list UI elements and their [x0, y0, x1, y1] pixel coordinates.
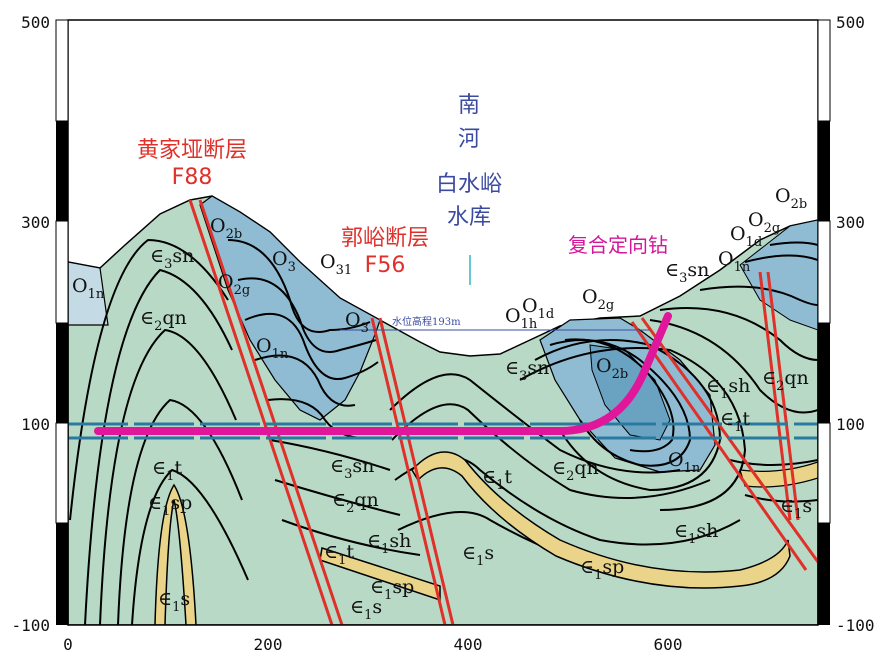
water-level-label: 水位高程193m	[392, 315, 461, 328]
unit-label-e2qn-d: ∈2qn	[552, 457, 599, 484]
unit-label-e1t-a: ∈1t	[720, 408, 750, 435]
reservoir-line-4: 水库	[447, 205, 491, 230]
unit-label-o3-a: O3	[272, 248, 296, 275]
x-tick-200: 200	[254, 635, 283, 654]
right-scale-bar	[817, 19, 831, 625]
unit-label-o2g-b: O2g	[582, 286, 614, 313]
left-tick-100: 100	[21, 415, 50, 434]
right-tick-500: 500	[836, 13, 865, 32]
left-tick-minus100: -100	[11, 616, 50, 635]
right-tick-300: 300	[836, 213, 865, 232]
o1n-left-block	[68, 261, 109, 326]
unit-label-e1s-b: ∈1s	[350, 596, 382, 623]
reservoir-line-2: 河	[458, 127, 480, 152]
unit-label-e1t-c: ∈1t	[324, 541, 354, 568]
unit-label-o2b-c: O2b	[775, 185, 807, 212]
unit-label-e3sn-d: ∈3sn	[330, 455, 374, 482]
unit-label-o2b-b: O2b	[596, 355, 628, 382]
unit-label-e3sn-a: ∈3sn	[150, 245, 194, 272]
reservoir-line-1: 南	[458, 93, 480, 118]
unit-label-e1t-b: ∈1t	[152, 457, 182, 484]
right-tick-100: 100	[836, 415, 865, 434]
unit-label-o1n-left: O1n	[72, 275, 105, 302]
unit-label-o3-b: O3	[345, 309, 369, 336]
x-tick-600: 600	[654, 635, 683, 654]
unit-label-e3sn-b: ∈3sn	[505, 357, 549, 384]
fault-f56-name: 郭峪断层	[341, 226, 429, 251]
fault-f88-code: F88	[172, 165, 213, 190]
teal-guide-lines	[68, 422, 818, 440]
section-body	[68, 195, 818, 625]
unit-label-e1sh-b: ∈1sh	[367, 530, 411, 557]
right-tick-minus100: -100	[836, 616, 875, 635]
unit-label-e1sh-a: ∈1sh	[706, 375, 750, 402]
unit-label-e1t-d: ∈1t	[482, 466, 512, 493]
unit-label-o1d-a: O1d	[522, 295, 554, 322]
unit-label-e2qn-a: ∈2qn	[140, 307, 187, 334]
unit-label-o1n-c: O1n	[668, 449, 701, 476]
x-tick-0: 0	[63, 635, 73, 654]
left-tick-300: 300	[21, 213, 50, 232]
fault-f88-name: 黄家垭断层	[137, 138, 247, 163]
unit-label-e2qn-c: ∈2qn	[332, 489, 379, 516]
unit-label-o2b-a: O2b	[210, 215, 242, 242]
x-tick-400: 400	[454, 635, 483, 654]
right-upper-blue-zone	[739, 219, 818, 331]
unit-label-e3sn-c: ∈3sn	[665, 259, 709, 286]
unit-label-e1s-d: ∈1s	[780, 495, 812, 522]
unit-label-o31: O31	[320, 251, 352, 278]
left-anticline-lines	[69, 238, 249, 625]
left-sp-band	[154, 483, 197, 625]
fault-f56	[370, 317, 455, 626]
fault-f56-code: F56	[365, 253, 406, 278]
unit-label-e1s-c: ∈1s	[462, 542, 494, 569]
unit-label-e1sp-a: ∈1sp	[148, 492, 192, 519]
unit-label-o2g-a: O2g	[218, 271, 250, 298]
drill-path	[94, 312, 672, 435]
fault-right	[630, 271, 820, 571]
left-scale-bar	[55, 19, 69, 625]
unit-label-e1sh-c: ∈1sh	[674, 520, 718, 547]
unit-label-o1n-a: O1n	[256, 335, 289, 362]
reservoir-line-3: 白水峪	[436, 172, 502, 197]
unit-label-e2qn-b: ∈2qn	[762, 367, 809, 394]
right-dipping-lines	[649, 241, 818, 503]
unit-label-e1sp-c: ∈1sp	[580, 556, 624, 583]
drill-label: 复合定向钻	[568, 233, 668, 257]
right-syncline-lines	[519, 338, 747, 511]
fault-f88	[188, 199, 344, 626]
left-tick-500: 500	[21, 13, 50, 32]
unit-label-e1sp-b: ∈1sp	[370, 576, 414, 603]
unit-label-o1n-b: O1n	[718, 248, 751, 275]
unit-label-o1h: O1h	[505, 305, 538, 332]
unit-label-o1d-b: O1d	[730, 223, 762, 250]
middle-sp-band	[319, 547, 441, 602]
unit-label-o2g-c: O2g	[748, 209, 780, 236]
unit-label-e1s-a: ∈1s	[158, 588, 190, 615]
yellow-curved-band	[411, 451, 791, 589]
syncline-blue-zone	[199, 195, 381, 421]
